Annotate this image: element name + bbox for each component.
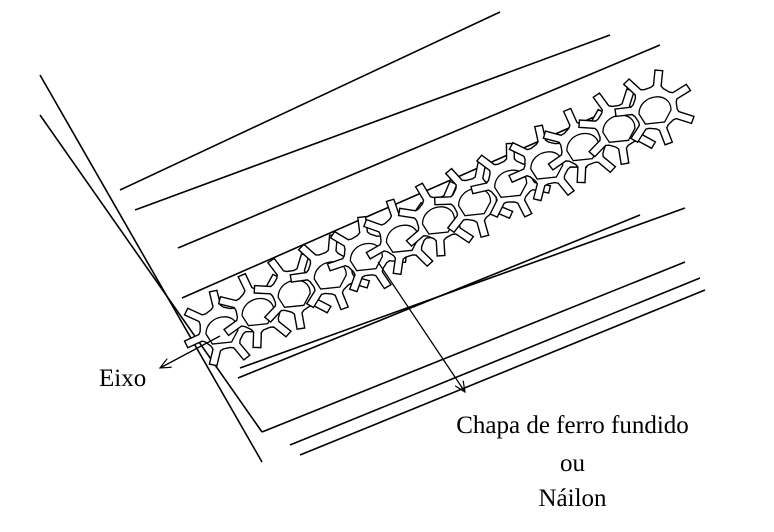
shaft-hub	[205, 316, 239, 345]
plate-material-alt-label: Náilon	[538, 485, 607, 512]
plate-pointer	[377, 261, 465, 392]
plate-material-or-label: ou	[560, 450, 585, 477]
shaft-hub	[530, 151, 564, 180]
frame-top-rail-1	[119, 11, 501, 191]
frame-outer-left-line	[39, 74, 263, 463]
screen-frame	[39, 11, 706, 463]
plate-material-label: Chapa de ferro fundido	[456, 412, 689, 439]
frame-bottom-line	[261, 261, 686, 433]
shaft-label: Eixo	[99, 365, 147, 392]
shaft-pointer	[160, 335, 221, 368]
plate-pointer-line	[377, 261, 465, 392]
channel-bottom-edge-2	[239, 207, 686, 369]
frame-top-rail-2	[134, 34, 611, 211]
shaft-pointer-line	[160, 335, 221, 368]
shaft-hub	[638, 96, 672, 125]
shaft-hub	[602, 114, 636, 144]
frame-bottom-rail-2	[299, 289, 706, 456]
roller-discs	[183, 69, 695, 367]
frame-bottom-rail-1	[289, 277, 701, 446]
frame-top-rail-3	[177, 44, 661, 249]
frame-inner-left-line	[39, 114, 263, 433]
